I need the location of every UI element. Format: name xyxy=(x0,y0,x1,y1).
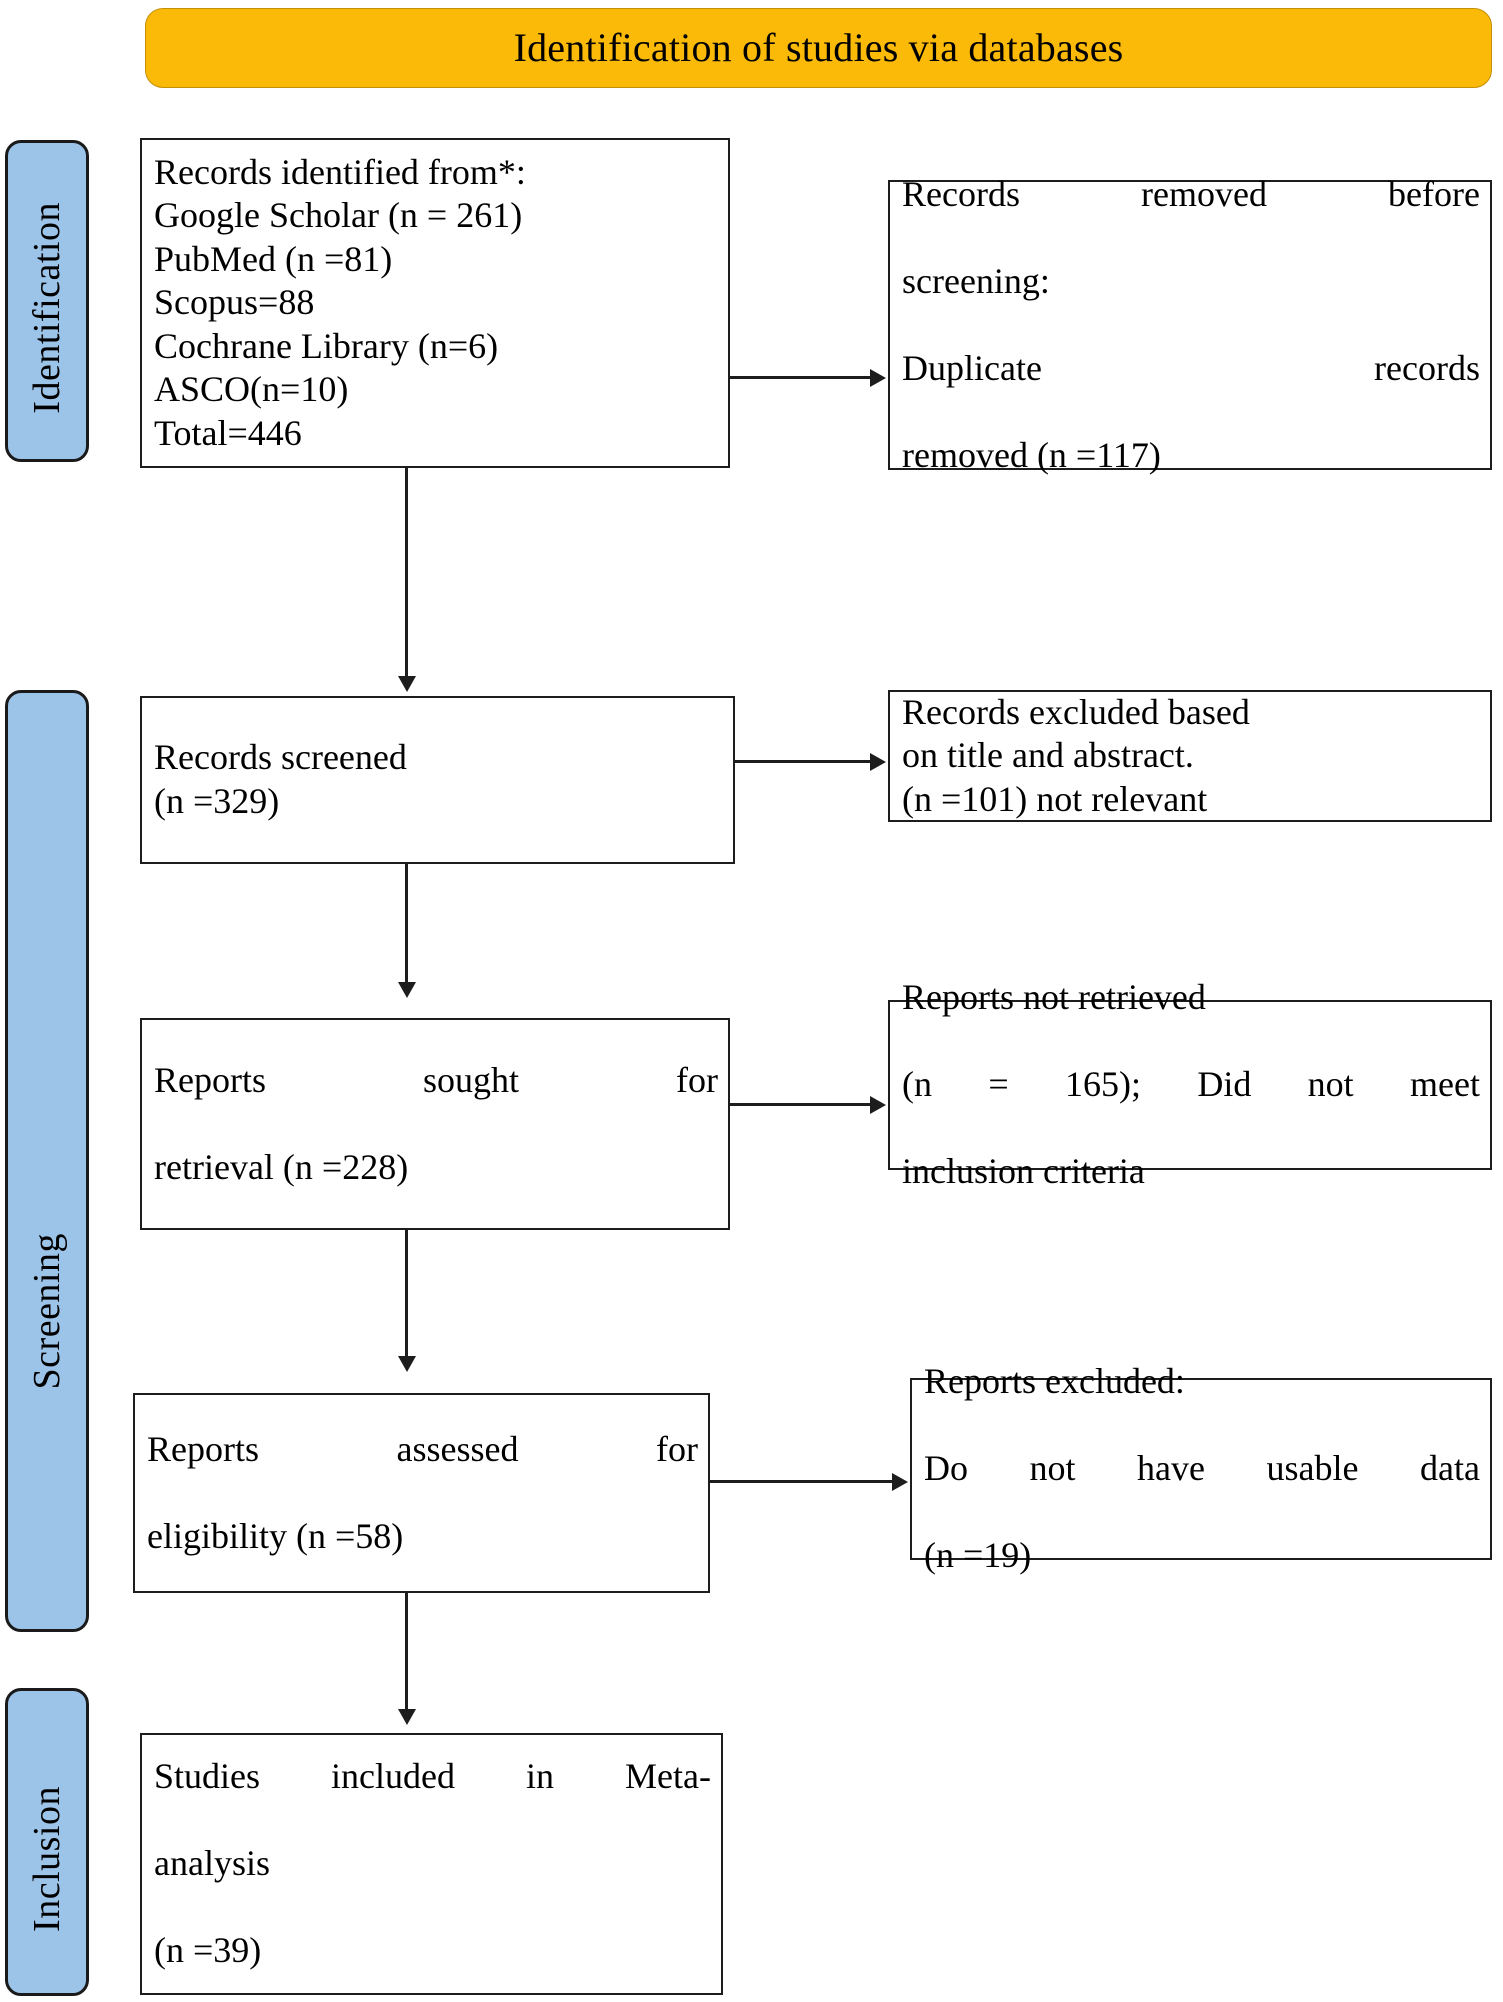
box-reports-assessed-line-1: Reports assessed for xyxy=(147,1428,698,1469)
box-reports-sought: Reports sought for retrieval (n =228) xyxy=(140,1018,730,1230)
box-records-excluded: Records excluded based on title and abst… xyxy=(888,690,1492,822)
box-records-removed-line-3: Duplicate records xyxy=(902,347,1480,388)
box-reports-not-retrieved: Reports not retrieved (n = 165); Did not… xyxy=(888,977,1492,1191)
box-studies-included: Studies included in Meta- analysis (n =3… xyxy=(140,1733,723,1995)
stage-label-screening: Screening xyxy=(26,1232,68,1390)
box-reports-assessed: Reports assessed for eligibility (n =58) xyxy=(133,1393,710,1593)
box-reports-excluded-line-3: (n =19) xyxy=(924,1535,1032,1576)
box-reports-sought-line-2: retrieval (n =228) xyxy=(154,1146,409,1187)
box-reports-not-retrieved-text: Reports not retrieved (n = 165); Did not… xyxy=(902,933,1480,1238)
box-reports-excluded-line-2: Do not have usable data xyxy=(924,1448,1480,1489)
box-records-identified-text: Records identified from*: Google Scholar… xyxy=(154,151,526,453)
box-records-screened-text: Records screened (n =329) xyxy=(154,737,407,821)
box-records-removed-line-4: removed (n =117) xyxy=(902,434,1161,475)
box-reports-excluded-line-1: Reports excluded: xyxy=(924,1361,1185,1402)
stage-label-identification: Identification xyxy=(26,202,68,414)
box-reports-excluded: Reports excluded: Do not have usable dat… xyxy=(910,1361,1492,1575)
box-reports-excluded-text: Reports excluded: Do not have usable dat… xyxy=(924,1317,1480,1622)
box-records-removed: Records removed before screening: Duplic… xyxy=(888,174,1492,475)
header-title: Identification of studies via databases xyxy=(513,25,1124,70)
box-reports-assessed-text: Reports assessed for eligibility (n =58) xyxy=(147,1384,698,1602)
box-studies-included-line-3: (n =39) xyxy=(154,1930,262,1971)
box-reports-not-retrieved-line-2: (n = 165); Did not meet xyxy=(902,1064,1480,1105)
box-records-excluded-text: Records excluded based on title and abst… xyxy=(902,691,1250,819)
box-reports-sought-line-1: Reports sought for xyxy=(154,1059,718,1100)
box-records-removed-text: Records removed before screening: Duplic… xyxy=(902,129,1480,521)
header-banner: Identification of studies via databases xyxy=(145,8,1492,88)
box-records-removed-line-1: Records removed before xyxy=(902,173,1480,214)
box-studies-included-line-2: analysis xyxy=(154,1843,270,1884)
stage-pill-identification: Identification xyxy=(5,140,89,462)
box-records-removed-line-2: screening: xyxy=(902,260,1050,301)
box-reports-sought-text: Reports sought for retrieval (n =228) xyxy=(154,1015,718,1233)
stage-label-inclusion: Inclusion xyxy=(26,1786,68,1932)
box-studies-included-text: Studies included in Meta- analysis (n =3… xyxy=(154,1712,711,2002)
box-records-identified: Records identified from*: Google Scholar… xyxy=(140,138,730,468)
stage-pill-screening: Screening xyxy=(5,690,89,1632)
stage-pill-inclusion: Inclusion xyxy=(5,1688,89,1996)
box-studies-included-line-1: Studies included in Meta- xyxy=(154,1756,711,1797)
box-reports-assessed-line-2: eligibility (n =58) xyxy=(147,1515,404,1556)
box-reports-not-retrieved-line-1: Reports not retrieved xyxy=(902,977,1206,1018)
box-reports-not-retrieved-line-3: inclusion criteria xyxy=(902,1151,1145,1192)
box-records-screened: Records screened (n =329) xyxy=(140,696,735,864)
